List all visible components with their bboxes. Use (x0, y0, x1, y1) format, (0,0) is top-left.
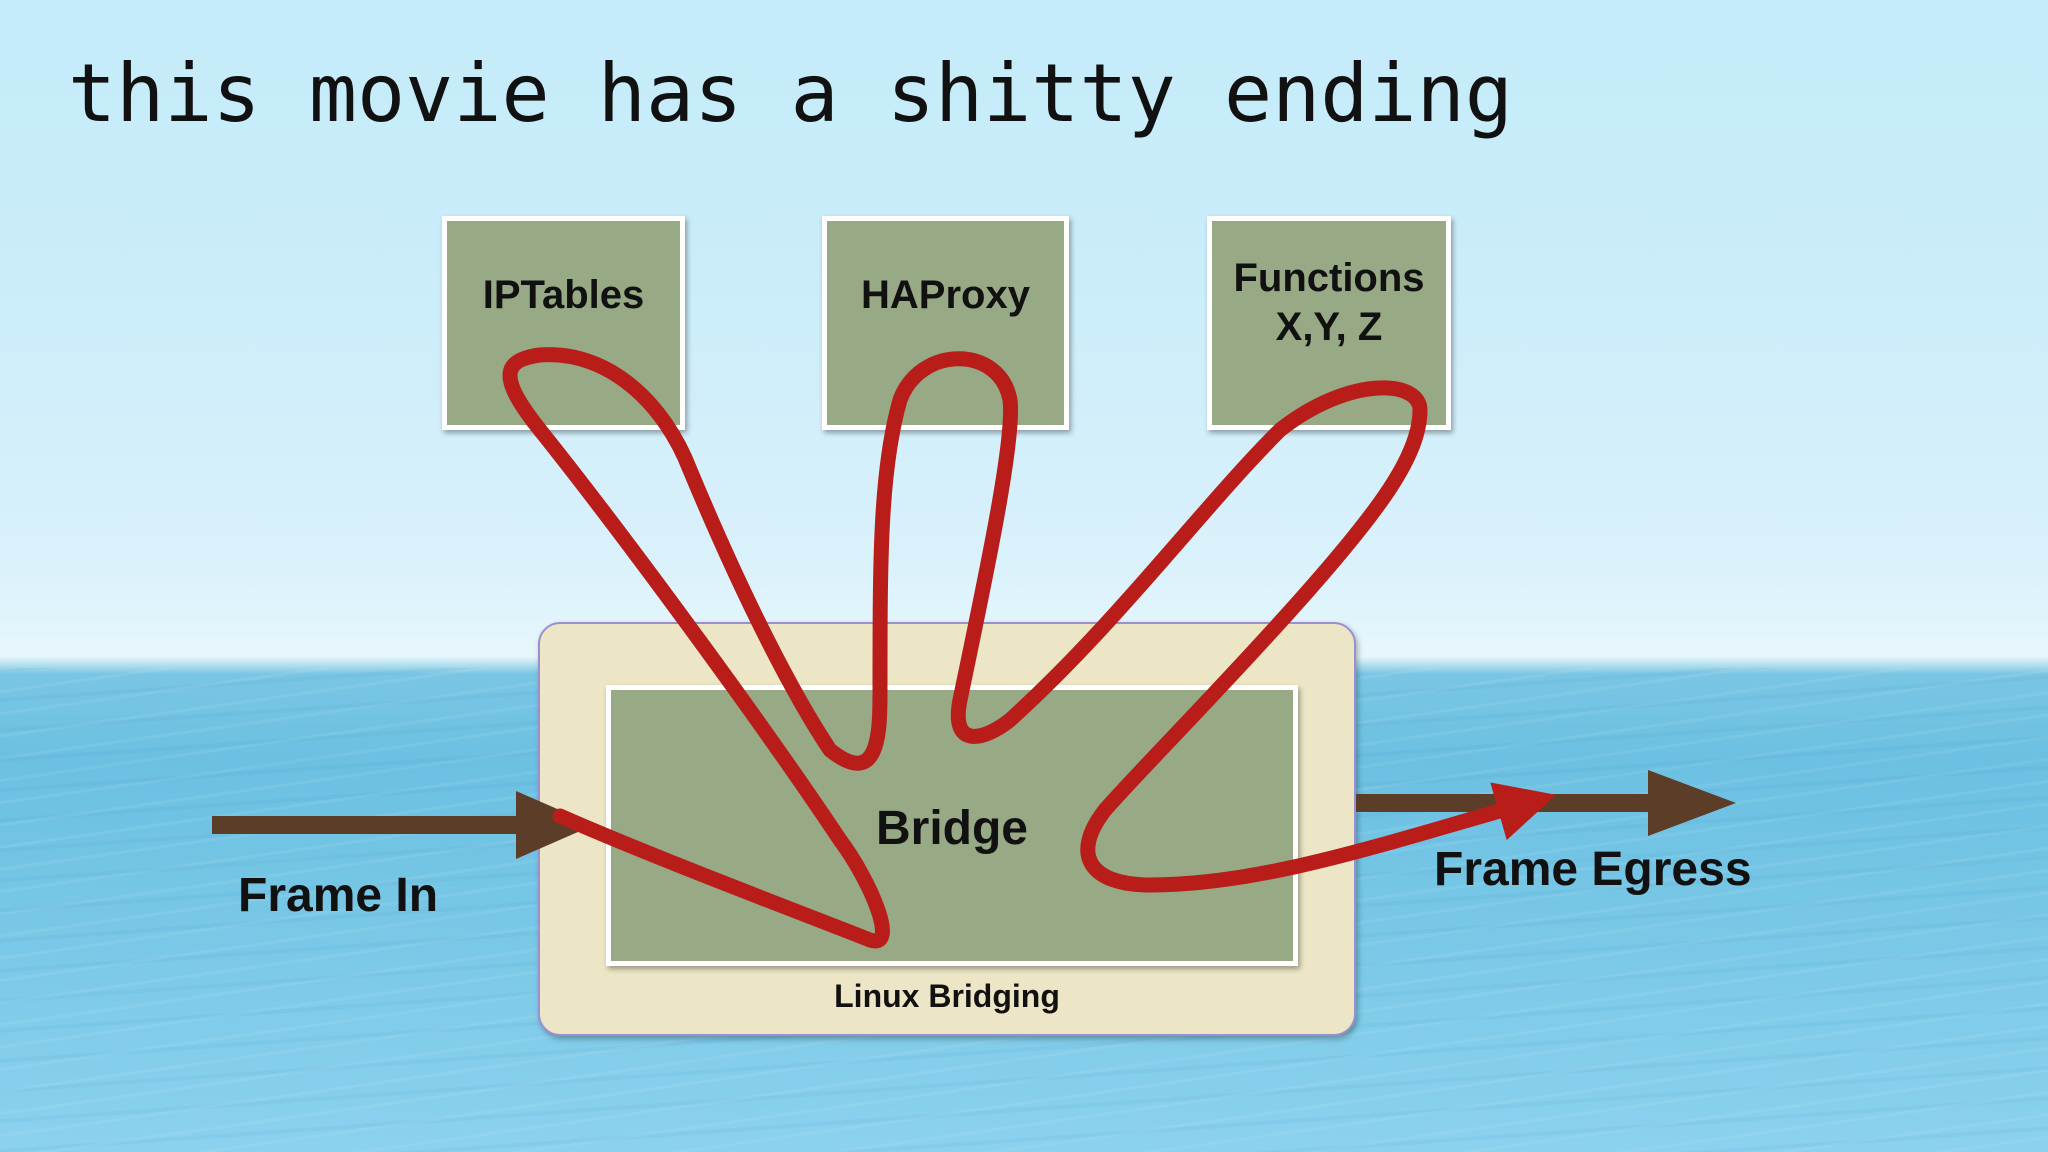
linux-bridging-label: Linux Bridging (834, 978, 1060, 1014)
frame-in-label: Frame In (238, 869, 439, 922)
slide-title: this movie has a shitty ending (68, 47, 1513, 140)
haproxy-label: HAProxy (861, 272, 1030, 317)
functions-label: Functions X,Y, Z (1233, 256, 1425, 349)
bridge-label: Bridge (875, 802, 1028, 855)
haproxy-box: HAProxy (822, 216, 1069, 430)
iptables-label: IPTables (482, 272, 645, 317)
packet-path (502, 347, 1557, 949)
frame-egress-label: Frame Egress (1434, 843, 1752, 896)
frame-in-arrow-head (516, 791, 594, 859)
frame-egress-arrow-head (1648, 770, 1736, 836)
